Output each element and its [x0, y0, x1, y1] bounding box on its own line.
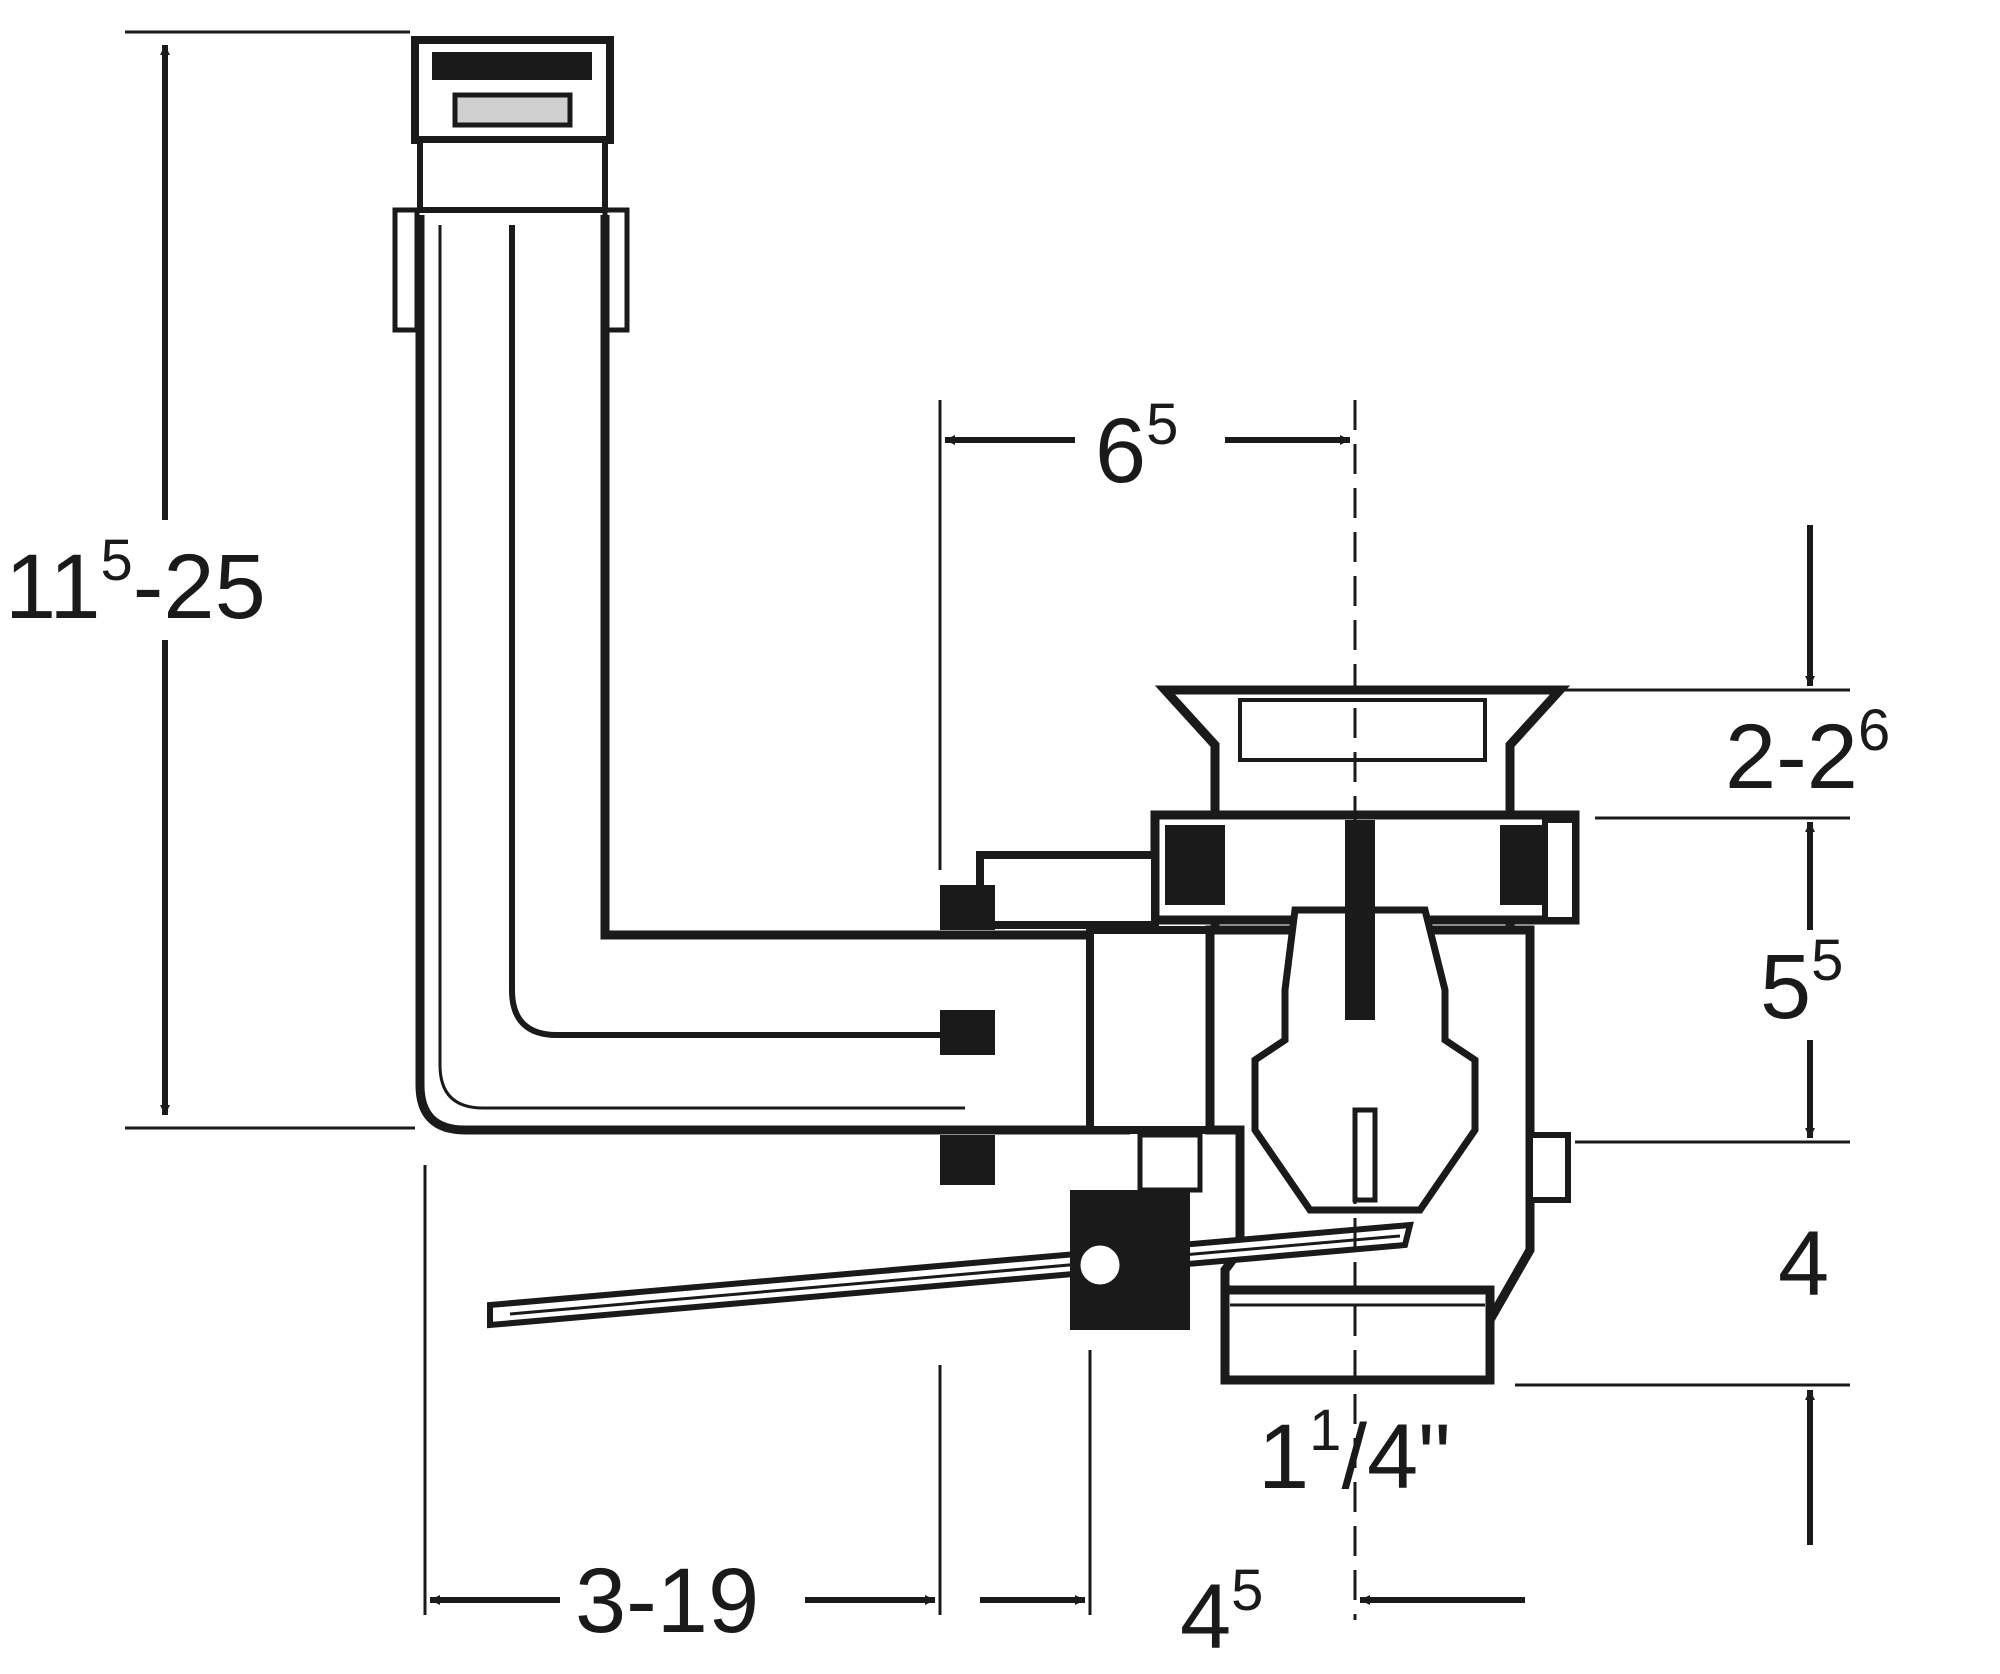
lever-arm	[487, 1132, 1414, 1330]
dimension-lines	[160, 45, 1815, 1605]
waste-body	[940, 685, 1580, 1385]
dim-bottom-left-label: 3-19	[575, 1550, 759, 1652]
dim-horizontal-top-label: 65	[1095, 392, 1178, 502]
dim-low-height-label: 4	[1778, 1213, 1829, 1315]
reference-lines	[125, 30, 1850, 1620]
dim-bottom-right-label: 45	[1180, 1558, 1263, 1668]
dim-rim-height-label: 2-26	[1725, 698, 1890, 808]
dim-outlet-label: 11/4"	[1258, 1398, 1451, 1508]
dim-total-height-label: 115-25	[5, 528, 266, 638]
overflow-pipe	[392, 36, 1130, 1135]
dim-mid-height-label: 55	[1760, 928, 1843, 1038]
